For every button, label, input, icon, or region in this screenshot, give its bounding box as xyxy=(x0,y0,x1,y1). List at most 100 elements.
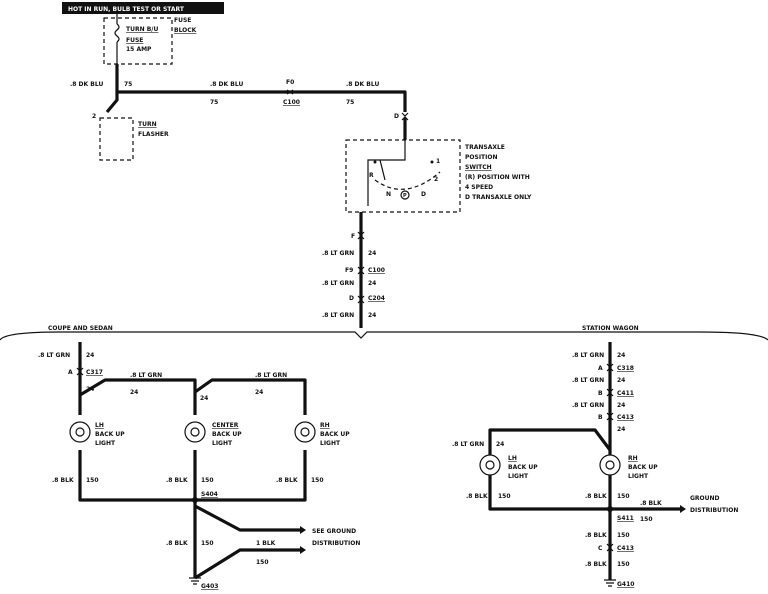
connector-c318: C318 xyxy=(617,365,634,372)
svg-text:B: B xyxy=(598,390,603,397)
svg-text:24: 24 xyxy=(617,402,625,409)
svg-text:BACK UP: BACK UP xyxy=(628,464,658,471)
svg-text:1: 1 xyxy=(436,158,440,165)
wire-coupe-center xyxy=(79,378,197,415)
svg-text:24: 24 xyxy=(617,377,625,384)
wire-coupe-see-ground xyxy=(194,504,300,532)
svg-text:S411: S411 xyxy=(617,515,634,522)
wagon-rh-label: RH xyxy=(628,455,638,462)
svg-text:N: N xyxy=(386,191,391,198)
svg-text:.8 LT GRN: .8 LT GRN xyxy=(572,402,604,409)
svg-text:24: 24 xyxy=(368,312,376,319)
svg-text:75: 75 xyxy=(210,99,218,106)
svg-text:.8 BLK: .8 BLK xyxy=(166,540,188,547)
svg-text:.8 LT GRN: .8 LT GRN xyxy=(322,312,354,319)
fuse-block-label: FUSE xyxy=(174,17,191,24)
svg-text:F0: F0 xyxy=(286,79,294,86)
svg-text:.8 DK BLU: .8 DK BLU xyxy=(210,81,243,88)
rh-backup-label: RH xyxy=(320,422,330,429)
svg-text:150: 150 xyxy=(640,516,653,523)
svg-text:24: 24 xyxy=(86,386,94,393)
section-coupe-sedan: COUPE AND SEDAN xyxy=(48,325,113,332)
svg-text:.8 LT GRN: .8 LT GRN xyxy=(452,441,484,448)
wagon-lh-backup-bulb-icon xyxy=(479,454,501,476)
transaxle-switch-box xyxy=(345,139,461,213)
wagon-rh-backup-bulb-icon xyxy=(599,454,621,476)
svg-text:.8 LT GRN: .8 LT GRN xyxy=(255,372,287,379)
svg-text:.8 LT GRN: .8 LT GRN xyxy=(130,372,162,379)
wire-coupe-ground-bus xyxy=(78,450,307,502)
svg-text:.8 BLK: .8 BLK xyxy=(640,500,662,507)
section-divider xyxy=(0,331,768,341)
svg-text:.8 LT GRN: .8 LT GRN xyxy=(572,352,604,359)
svg-text:F9: F9 xyxy=(345,267,353,274)
svg-text:.8 BLK: .8 BLK xyxy=(466,493,488,500)
power-banner-text: HOT IN RUN, BULB TEST OR START xyxy=(68,6,185,13)
turn-flasher-label: TURN xyxy=(138,121,157,128)
svg-text:LIGHT: LIGHT xyxy=(508,473,529,480)
svg-text:S404: S404 xyxy=(201,491,218,498)
fuse-name: TURN B/U xyxy=(126,26,158,33)
connector-c411: C411 xyxy=(617,390,634,397)
svg-text:24: 24 xyxy=(368,250,376,257)
svg-text:C: C xyxy=(598,545,603,552)
svg-text:A: A xyxy=(598,365,603,372)
connector-c413-bottom: C413 xyxy=(617,545,634,552)
switch-pivot-icon xyxy=(400,190,410,200)
svg-text:A: A xyxy=(68,369,73,376)
connector-c317: C317 xyxy=(86,369,103,376)
svg-text:D: D xyxy=(349,295,354,302)
svg-text:DISTRIBUTION: DISTRIBUTION xyxy=(312,540,360,547)
fuse-block-box xyxy=(103,17,173,65)
svg-text:.8 DK BLU: .8 DK BLU xyxy=(346,81,379,88)
svg-text:24: 24 xyxy=(617,352,625,359)
svg-text:24: 24 xyxy=(255,389,263,396)
svg-text:150: 150 xyxy=(617,561,630,568)
svg-text:.8 DK BLU: .8 DK BLU xyxy=(70,81,103,88)
svg-text:.8 BLK: .8 BLK xyxy=(585,561,607,568)
connector-c413-top: C413 xyxy=(617,414,634,421)
svg-text:150: 150 xyxy=(201,540,214,547)
svg-text:.8 BLK: .8 BLK xyxy=(276,477,298,484)
switch-label: TRANSAXLE xyxy=(465,144,505,151)
svg-text:.8 LT GRN: .8 LT GRN xyxy=(322,280,354,287)
svg-text:.8 BLK: .8 BLK xyxy=(52,477,74,484)
svg-text:1 BLK: 1 BLK xyxy=(256,540,276,547)
svg-text:.8 LT GRN: .8 LT GRN xyxy=(572,377,604,384)
svg-text:BACK UP: BACK UP xyxy=(320,431,350,438)
svg-text:.8 BLK: .8 BLK xyxy=(166,477,188,484)
rh-backup-bulb-icon xyxy=(294,421,316,443)
svg-text:BACK UP: BACK UP xyxy=(95,431,125,438)
svg-text:R: R xyxy=(369,172,374,179)
svg-text:SEE GROUND: SEE GROUND xyxy=(312,528,356,535)
svg-text:D: D xyxy=(394,113,399,120)
fuse-rating: 15 AMP xyxy=(126,46,152,53)
svg-text:LIGHT: LIGHT xyxy=(320,440,341,447)
svg-text:24: 24 xyxy=(200,395,208,402)
fuse-block-label2: BLOCK xyxy=(174,27,197,34)
svg-text:24: 24 xyxy=(130,389,138,396)
ground-g410-icon xyxy=(604,579,616,587)
connector-c100: C100 xyxy=(368,267,385,274)
svg-text:BACK UP: BACK UP xyxy=(508,464,538,471)
connector-c100-top: C100 xyxy=(283,99,300,106)
wagon-lh-label: LH xyxy=(508,455,517,462)
turn-flasher-box xyxy=(99,117,134,161)
svg-text:FLASHER: FLASHER xyxy=(138,131,169,138)
svg-text:POSITION: POSITION xyxy=(465,154,498,161)
svg-text:24: 24 xyxy=(617,426,625,433)
svg-text:DISTRIBUTION: DISTRIBUTION xyxy=(690,507,738,514)
svg-text:.8 BLK: .8 BLK xyxy=(585,532,607,539)
svg-text:G403: G403 xyxy=(201,583,218,590)
section-station-wagon: STATION WAGON xyxy=(582,325,639,332)
svg-text:2: 2 xyxy=(434,176,438,183)
center-backup-label: CENTER xyxy=(212,422,239,429)
wire-to-flasher xyxy=(105,92,119,114)
svg-text:24: 24 xyxy=(86,352,94,359)
wire-coupe-rh xyxy=(194,378,307,415)
arrow-icon xyxy=(300,526,306,554)
wire-wagon-lh xyxy=(488,428,612,455)
svg-text:LIGHT: LIGHT xyxy=(628,473,649,480)
